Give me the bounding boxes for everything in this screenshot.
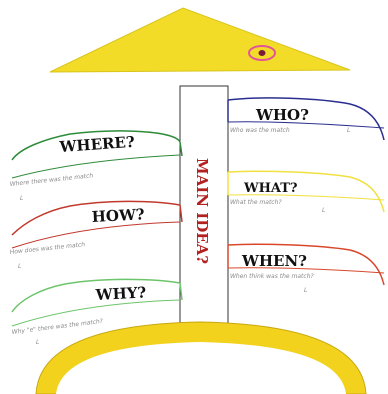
- bone-how-answer: L: [18, 263, 21, 270]
- bone-how-note: How does was the match: [9, 241, 85, 256]
- bone-where-label: WHERE?: [58, 133, 135, 156]
- fish-head: [50, 8, 350, 72]
- bone-when-note: When think was the match?: [230, 273, 314, 280]
- bone-when: WHEN? When think was the match? L: [228, 244, 384, 294]
- bone-who-answer: L: [347, 127, 350, 134]
- bone-where: WHERE? Where there was the match L: [9, 131, 182, 202]
- main-idea-title: MAIN IDEA?: [193, 158, 211, 264]
- bone-why-answer: L: [36, 339, 39, 346]
- bone-where-answer: L: [20, 195, 23, 202]
- bone-why-note: Why "e" there was the match?: [11, 318, 104, 336]
- bone-what-answer: L: [322, 207, 325, 214]
- bone-what-note: What the match?: [230, 199, 282, 206]
- bone-when-answer: L: [304, 287, 307, 294]
- bone-when-label: WHEN?: [241, 252, 307, 270]
- bone-who: WHO? Who was the match L: [228, 98, 384, 140]
- bone-who-label: WHO?: [255, 106, 309, 124]
- bone-who-note: Who was the match: [230, 127, 290, 134]
- fish-tail: [36, 322, 366, 394]
- bone-what-label: WHAT?: [243, 181, 298, 196]
- bone-how: HOW? How does was the match L: [9, 201, 182, 270]
- fish-eye-icon: [249, 46, 275, 60]
- bone-what: WHAT? What the match? L: [228, 171, 384, 214]
- bone-why-label: WHY?: [94, 283, 147, 304]
- bone-how-label: HOW?: [91, 205, 145, 226]
- bone-where-note: Where there was the match: [9, 172, 93, 188]
